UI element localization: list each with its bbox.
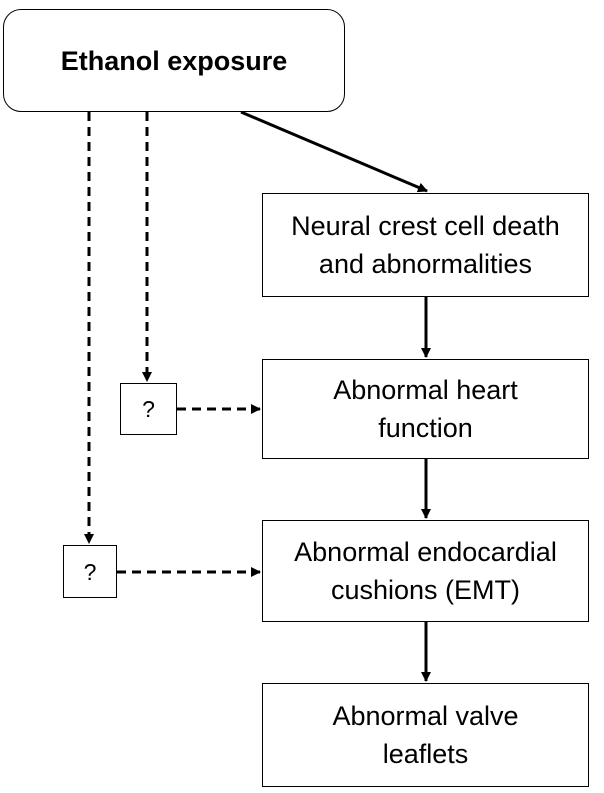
valve-label-line-1: Abnormal valve: [332, 701, 519, 731]
neural-crest-node: Neural crest cell death and abnormalitie…: [262, 193, 589, 297]
edge-ethanol-to-neural-crest: [240, 110, 428, 193]
endocardial-label-line-1: Abnormal endocardial: [294, 537, 557, 567]
unknown-mechanism-label-1: ?: [142, 396, 155, 422]
valve-label-line-2: leaflets: [382, 739, 469, 769]
heart-function-label-line-1: Abnormal heart: [333, 375, 518, 405]
unknown-mechanism-label-2: ?: [83, 558, 97, 585]
unknown-mechanism-node-1: ?: [120, 383, 177, 435]
heart-function-node: Abnormal heart function: [262, 359, 589, 459]
ethanol-exposure-node: Ethanol exposure: [3, 9, 345, 112]
heart-function-label-line-2: function: [378, 413, 473, 443]
ethanol-exposure-label: Ethanol exposure: [60, 45, 288, 76]
endocardial-label-line-2: cushions (EMT): [330, 575, 521, 605]
unknown-mechanism-node-2: ?: [63, 545, 117, 598]
neural-crest-label-line-2: and abnormalities: [318, 249, 533, 279]
neural-crest-label-line-1: Neural crest cell death: [291, 211, 560, 241]
valve-leaflets-node: Abnormal valve leaflets: [262, 683, 589, 787]
endocardial-cushions-node: Abnormal endocardial cushions (EMT): [262, 520, 589, 622]
